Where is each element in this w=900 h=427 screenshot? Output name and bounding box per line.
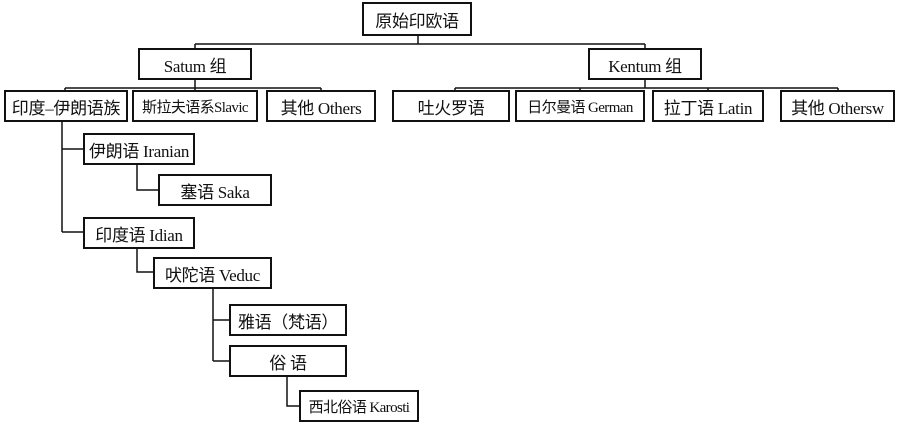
node-latin: 拉丁语 Latin xyxy=(652,90,764,122)
edge-indian-vedic xyxy=(136,249,153,273)
edge-prakrit-karosti xyxy=(286,377,299,407)
edge-root-groups xyxy=(194,36,646,48)
edge-satum-children xyxy=(64,80,322,90)
edge-vedic-children xyxy=(212,289,229,362)
node-tocharian: 吐火罗语 xyxy=(392,90,510,122)
node-prakrit: 俗 语 xyxy=(229,345,347,377)
node-kentum-group: Kentum 组 xyxy=(588,48,702,80)
node-karosti: 西北俗语 Karosti xyxy=(299,390,419,422)
node-satum-group: Satum 组 xyxy=(138,48,252,80)
edge-iranian-saka xyxy=(136,165,158,191)
node-vedic: 吠陀语 Veduc xyxy=(153,257,272,289)
node-iranian: 伊朗语 Iranian xyxy=(83,133,195,165)
node-indian: 印度语 Idian xyxy=(83,217,195,249)
node-german: 日尔曼语 German xyxy=(515,90,645,122)
edge-kentum-children xyxy=(454,80,839,90)
node-indo-iranian: 印度–伊朗语族 xyxy=(4,90,128,122)
node-sanskrit: 雅语（梵语） xyxy=(229,304,347,336)
node-proto-indo-european: 原始印欧语 xyxy=(362,2,472,36)
node-saka: 塞语 Saka xyxy=(158,174,272,206)
node-slavic: 斯拉夫语系Slavic xyxy=(132,90,258,122)
node-others-satum: 其他 Others xyxy=(266,90,376,122)
node-others-kentum: 其他 Othersw xyxy=(780,90,895,122)
edge-indo-iranian-children xyxy=(61,122,83,233)
